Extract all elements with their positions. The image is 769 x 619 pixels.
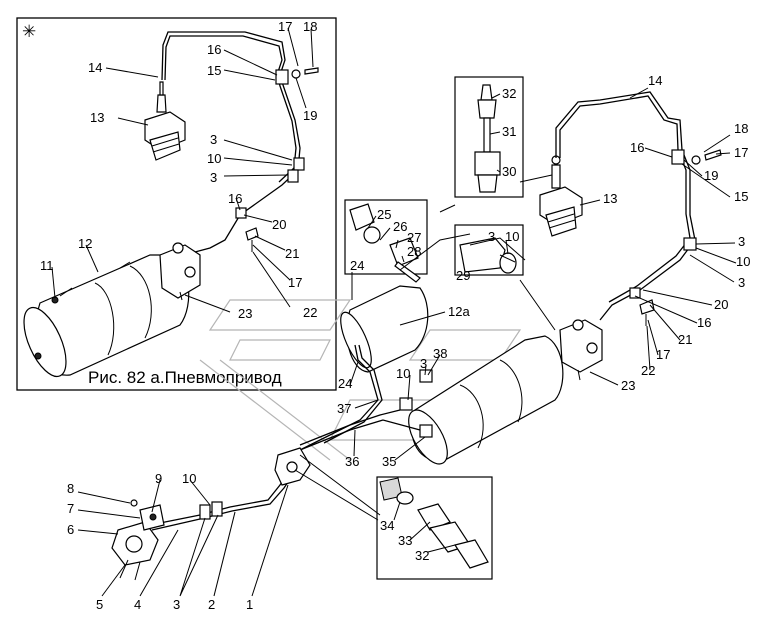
receiver-12a [340,285,429,373]
pipeline-left-inset [161,31,305,253]
label-3-right-b: 3 [738,275,745,290]
label-17-left-low: 17 [288,275,302,290]
leader-lines [51,27,737,597]
tee-fitting-1 [274,447,311,486]
pressure-regulator-23b [559,319,603,381]
label-6: 6 [67,522,74,537]
inset-marker: ✳ [22,22,36,41]
inset-frame-30-32 [454,76,524,198]
label-15-right: 15 [734,189,748,204]
label-7: 7 [67,501,74,516]
label-3-left-b: 3 [210,170,217,185]
label-13-left: 13 [90,110,104,125]
label-30: 30 [502,164,516,179]
label-22-left: 22 [303,305,317,320]
label-23-left: 23 [238,306,252,321]
receiver-12 [23,254,190,378]
label-21-right: 21 [678,332,692,347]
fitting-30-32 [474,84,501,193]
label-19-left: 19 [303,108,317,123]
label-10-lower: 10 [182,471,196,486]
label-2: 2 [208,597,215,612]
label-9: 9 [155,471,162,486]
label-25: 25 [377,207,391,222]
fitting-32-34 [379,477,489,569]
label-11: 11 [40,258,54,273]
inset-frame-25-28 [344,199,428,275]
label-23-right: 23 [621,378,635,393]
label-14-left: 14 [88,60,102,75]
label-16-right-top: 16 [630,140,644,155]
label-18-right: 18 [734,121,748,136]
pressure-regulator-23a [159,242,201,301]
label-14-right: 14 [648,73,662,88]
label-35: 35 [382,454,396,469]
label-8: 8 [67,481,74,496]
label-28: 28 [407,244,421,259]
label-16-left-top: 16 [207,42,221,57]
label-1: 1 [246,597,253,612]
brake-chamber-13b [539,155,583,237]
label-10-inset: 10 [505,229,519,244]
label-31: 31 [502,124,516,139]
label-15-left: 15 [207,63,221,78]
pipeline-lower-left [149,469,295,531]
label-16-right-low: 16 [697,315,711,330]
label-34: 34 [380,518,394,533]
inset-frame-32-34 [376,476,493,580]
label-19-right: 19 [704,168,718,183]
label-33: 33 [398,533,412,548]
label-32-bottom: 32 [415,548,429,563]
label-29: 29 [456,268,470,283]
label-24-center: 24 [350,258,364,273]
label-16-left-mid: 16 [228,191,242,206]
label-3-left-a: 3 [210,132,217,147]
label-18-left: 18 [303,19,317,34]
label-3-right-a: 3 [738,234,745,249]
label-32-top: 32 [502,86,516,101]
label-22-right: 22 [641,363,655,378]
label-12a: 12а [448,304,470,319]
label-36: 36 [345,454,359,469]
label-10-right: 10 [736,254,750,269]
callout-labels: 14 17 18 16 15 19 13 3 10 3 16 20 12 11 … [40,19,750,612]
label-10-center: 10 [396,366,410,381]
label-17-right-low: 17 [656,347,670,362]
pipeline-right [555,91,722,326]
label-17-right-top: 17 [734,145,748,160]
label-10-left: 10 [207,151,221,166]
fitting-29 [459,237,517,274]
label-26: 26 [393,219,407,234]
label-17-left-top: 17 [278,19,292,34]
inset-frame-left [16,17,337,391]
label-3-inset: 3 [488,229,495,244]
bolt-18a [291,67,319,79]
label-38: 38 [433,346,447,361]
label-5: 5 [96,597,103,612]
label-3-center: 3 [420,356,427,371]
brake-chamber-13a [144,81,186,161]
figure-caption: Рис. 82 а.Пневмопривод [88,368,282,387]
label-20-right: 20 [714,297,728,312]
fitting-25-28 [349,203,421,283]
label-4: 4 [134,597,141,612]
label-24-lower: 24 [338,376,352,391]
label-37: 37 [337,401,351,416]
label-21-left: 21 [285,246,299,261]
label-27: 27 [407,230,421,245]
label-12: 12 [78,236,92,251]
inset-frame-29 [454,224,524,276]
label-13-right: 13 [603,191,617,206]
label-3-lower: 3 [173,597,180,612]
label-20-left: 20 [272,217,286,232]
